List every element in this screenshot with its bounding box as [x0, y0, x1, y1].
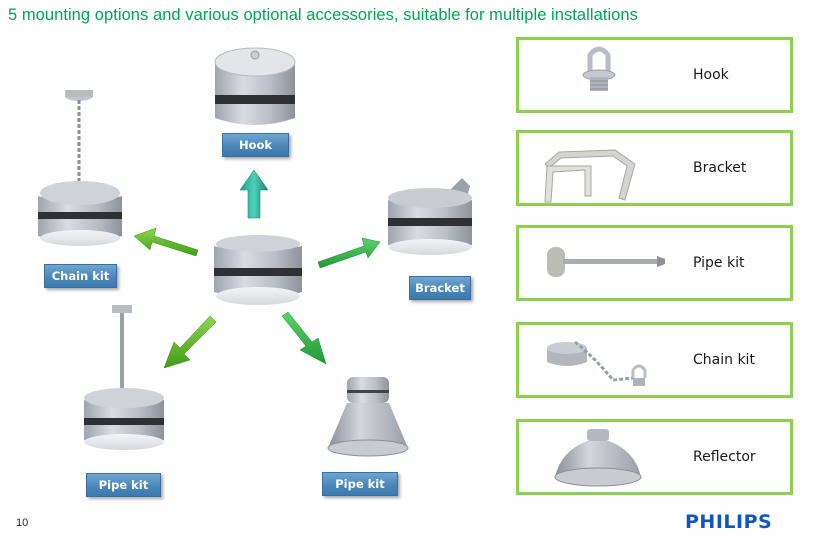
arrow-to-reflector [281, 311, 327, 365]
luminaire-reflector-image [327, 377, 409, 457]
accessory-hook: Hook [516, 37, 793, 113]
accessory-label: Chain kit [693, 352, 755, 368]
label-pipe-kit: Pipe kit [86, 473, 161, 497]
arrow-to-bracket [317, 237, 381, 269]
accessory-bracket: Bracket [516, 130, 793, 206]
slide-title: 5 mounting options and various optional … [8, 6, 638, 24]
accessory-label: Hook [693, 67, 729, 83]
accessory-reflector: Reflector [516, 419, 793, 495]
accessory-label: Reflector [693, 449, 756, 465]
label-reflector-pipe-kit: Pipe kit [322, 472, 398, 496]
arrow-to-hook [239, 169, 269, 219]
philips-logo: PHILIPS [685, 511, 773, 533]
luminaire-hook-image [214, 47, 296, 125]
luminaire-center-image [214, 235, 302, 305]
luminaire-pipe-kit-image [84, 305, 164, 450]
accessory-label: Pipe kit [693, 255, 745, 271]
accessory-chain-kit: Chain kit [516, 322, 793, 398]
label-hook: Hook [222, 133, 289, 157]
pipe-kit-icon [547, 247, 665, 277]
arrow-to-pipe-kit [163, 315, 217, 369]
page-number: 10 [16, 517, 29, 529]
accessory-label: Bracket [693, 160, 747, 176]
luminaire-bracket-image [388, 178, 472, 255]
chain-kit-icon [547, 340, 647, 386]
luminaire-chain-kit-image [38, 90, 122, 246]
label-chain-kit: Chain kit [44, 264, 117, 288]
bracket-icon [544, 149, 636, 203]
label-bracket: Bracket [409, 276, 471, 300]
accessory-pipe-kit: Pipe kit [516, 225, 793, 301]
hook-icon [582, 46, 616, 91]
arrow-to-chain-kit [133, 227, 199, 257]
reflector-icon [554, 429, 642, 487]
